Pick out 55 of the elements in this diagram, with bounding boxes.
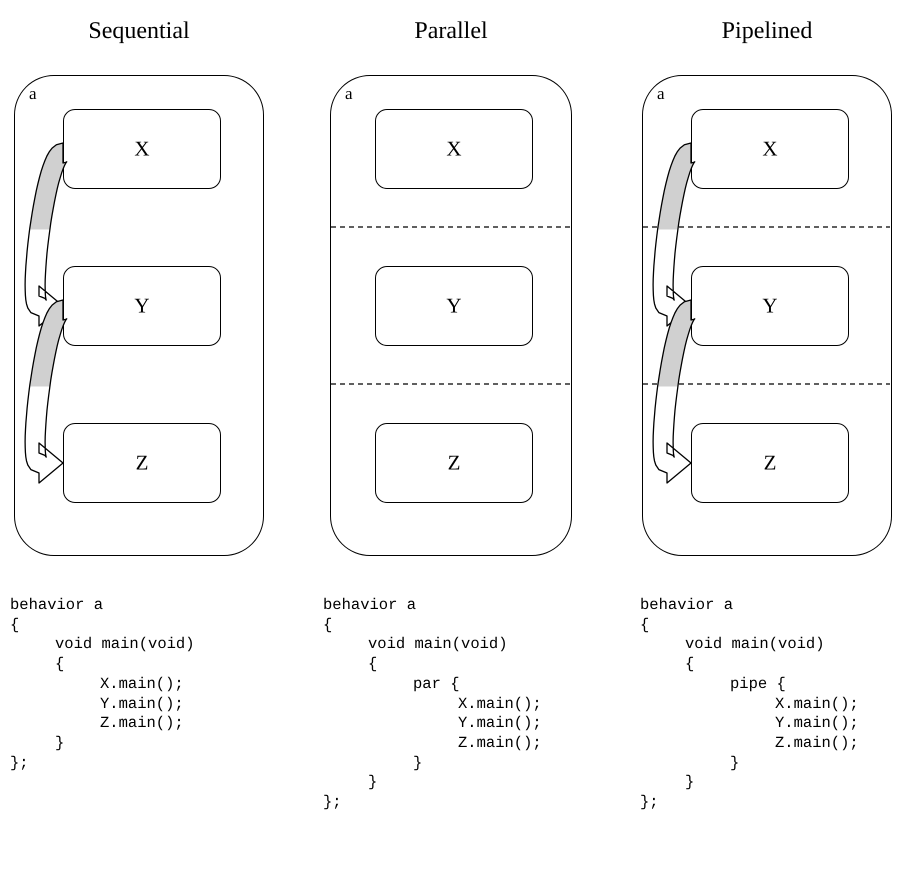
code-line: } <box>55 734 64 752</box>
code-line: behavior a <box>10 596 104 614</box>
process-box <box>691 266 849 346</box>
code-line: behavior a <box>640 596 734 614</box>
code-line: void main(void) <box>685 635 825 654</box>
process-box <box>691 423 849 503</box>
box-label: X <box>445 136 463 162</box>
code-line: Y.main(); <box>458 714 542 732</box>
code-line: { <box>368 655 378 674</box>
code-line: { <box>10 616 20 634</box>
panel-title: Parallel <box>413 18 489 45</box>
box-label: Y <box>445 294 463 318</box>
process-box <box>375 266 533 346</box>
code-line: pipe { <box>730 674 786 693</box>
box-label: Z <box>134 450 150 476</box>
panel-title: Sequential <box>87 18 191 45</box>
box-label: Z <box>762 450 778 476</box>
code-line: }; <box>323 793 342 811</box>
code-line: }; <box>10 754 29 772</box>
process-box <box>63 266 221 346</box>
box-label: Y <box>761 294 779 318</box>
panel-title: Pipelined <box>720 18 814 45</box>
code-line: } <box>685 773 694 792</box>
box-label: X <box>761 136 779 162</box>
code-line: Y.main(); <box>775 714 859 732</box>
code-line: X.main(); <box>458 694 542 712</box>
code-line: Z.main(); <box>100 714 184 732</box>
code-line: behavior a <box>323 596 416 614</box>
code-line: { <box>640 616 650 634</box>
code-line: void main(void) <box>55 635 195 654</box>
process-box <box>375 109 533 189</box>
code-line: } <box>368 773 378 792</box>
behavior-name: a <box>29 84 37 104</box>
code-line: } <box>730 754 740 772</box>
code-line: Z.main(); <box>458 734 542 752</box>
process-box <box>691 109 849 189</box>
behavior-name: a <box>345 84 353 104</box>
code-line: { <box>685 655 694 674</box>
box-label: Z <box>446 450 462 476</box>
process-box <box>375 423 533 503</box>
code-line: X.main(); <box>100 674 184 693</box>
code-line: Y.main(); <box>100 694 184 712</box>
code-line: Z.main(); <box>775 734 859 752</box>
code-line: void main(void) <box>368 635 508 654</box>
box-label: X <box>133 136 151 162</box>
process-box <box>63 423 221 503</box>
code-line: }; <box>640 793 659 811</box>
code-line: par { <box>413 674 460 693</box>
code-line: { <box>55 655 64 674</box>
process-box <box>63 109 221 189</box>
code-line: X.main(); <box>775 694 859 712</box>
box-label: Y <box>133 294 151 318</box>
behavior-name: a <box>657 84 665 104</box>
code-line: { <box>323 616 332 634</box>
code-line: } <box>413 754 422 772</box>
